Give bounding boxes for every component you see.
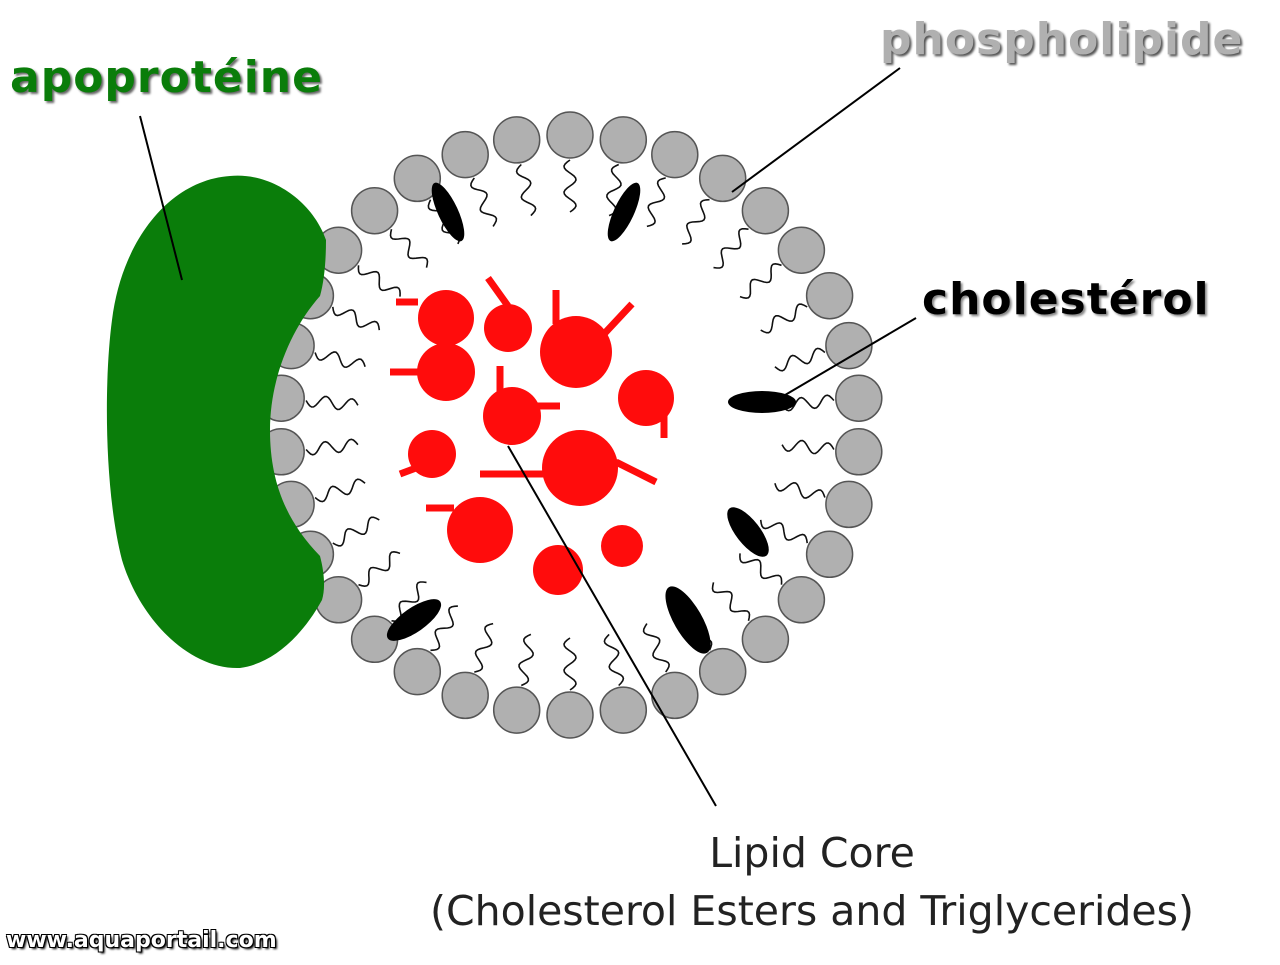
lipid-core-molecule bbox=[540, 316, 612, 388]
phospholipid-tail bbox=[603, 633, 625, 687]
phospholipid-head bbox=[825, 321, 873, 370]
lipid-core-chain bbox=[485, 275, 511, 309]
phospholipid-tail bbox=[682, 198, 710, 245]
cholesterol-molecule bbox=[728, 391, 796, 413]
lipid-core-molecule bbox=[408, 430, 456, 478]
lipid-core-chain bbox=[601, 301, 635, 337]
phospholipid-tail bbox=[781, 439, 835, 455]
phospholipid-tail bbox=[314, 351, 366, 369]
phospholipid-tail bbox=[760, 303, 808, 334]
phospholipid-label: phospholipide bbox=[880, 14, 1244, 65]
phospholipid-head bbox=[825, 480, 873, 529]
phospholipid-tail bbox=[759, 519, 808, 544]
cholesterol-leader-line bbox=[779, 317, 917, 399]
phospholipid-tail bbox=[332, 516, 380, 547]
phospholipid-head bbox=[492, 116, 541, 164]
phospholipid-head bbox=[599, 686, 648, 734]
phospholipid-head bbox=[777, 226, 826, 274]
phospholipid-tail bbox=[389, 229, 429, 268]
phospholipid-head bbox=[599, 116, 648, 164]
phospholipid-tail bbox=[711, 582, 751, 621]
cholesterol-molecule bbox=[665, 586, 711, 654]
phospholipid-heads bbox=[257, 111, 883, 739]
apoprotein-label: apoprotéine bbox=[10, 52, 323, 103]
phospholipid-head bbox=[805, 271, 854, 320]
phospholipid-head bbox=[441, 671, 489, 720]
cholesterol-label: cholestérol bbox=[922, 274, 1210, 325]
phospholipid-tail bbox=[739, 553, 783, 585]
cholesterol-molecule bbox=[607, 182, 641, 242]
lipid-core-molecule bbox=[533, 545, 583, 595]
lipid-core-molecule bbox=[601, 525, 643, 567]
phospholipid-leader-line bbox=[731, 67, 901, 193]
cholesterol-molecule bbox=[727, 507, 769, 557]
leader-lines bbox=[139, 67, 917, 807]
phospholipid-tails bbox=[305, 159, 835, 691]
lipid-core-molecule bbox=[417, 343, 475, 401]
phospholipid-tail bbox=[646, 177, 666, 228]
phospholipid-tail bbox=[563, 159, 577, 213]
lipid-core-chain bbox=[614, 458, 658, 486]
phospholipid-head bbox=[651, 130, 699, 179]
phospholipid-head bbox=[805, 530, 854, 579]
apoprotein-leader-line bbox=[139, 115, 183, 281]
phospholipid-tail bbox=[518, 633, 534, 687]
phospholipid-head bbox=[698, 647, 747, 696]
phospholipid-head bbox=[777, 576, 826, 624]
lipid-core-molecule bbox=[618, 370, 674, 426]
website-watermark: www.aquaportail.com bbox=[6, 928, 277, 953]
phospholipid-tail bbox=[774, 347, 826, 372]
phospholipid-tail bbox=[739, 262, 782, 300]
phospholipid-head bbox=[835, 428, 883, 476]
lipid-core-molecules bbox=[390, 275, 674, 595]
lipid-core-leader-line bbox=[507, 445, 717, 807]
phospholipid-head bbox=[393, 154, 442, 203]
phospholipid-head bbox=[492, 686, 541, 734]
phospholipid-head bbox=[741, 186, 790, 235]
phospholipid-tail bbox=[713, 228, 749, 269]
apoprotein-shape bbox=[106, 175, 326, 669]
phospholipid-tail bbox=[642, 623, 670, 673]
phospholipid-tail bbox=[314, 478, 366, 503]
lipid-core-label-line2: (Cholesterol Esters and Triglycerides) bbox=[430, 887, 1194, 935]
phospholipid-head bbox=[698, 154, 747, 203]
phospholipid-tail bbox=[430, 605, 458, 652]
phospholipid-tail bbox=[474, 622, 494, 673]
lipid-core-molecule bbox=[484, 304, 532, 352]
phospholipid-tail bbox=[515, 163, 537, 217]
phospholipid-head bbox=[441, 130, 489, 179]
phospholipid-tail bbox=[305, 438, 359, 456]
cholesterol-molecule bbox=[386, 599, 442, 641]
phospholipid-head bbox=[546, 691, 594, 739]
lipid-core-molecule bbox=[483, 387, 541, 445]
lipid-core-label-line1: Lipid Core bbox=[709, 829, 915, 877]
lipid-core-molecule bbox=[542, 430, 618, 506]
phospholipid-tail bbox=[357, 265, 401, 297]
phospholipid-head bbox=[651, 671, 699, 720]
phospholipid-tail bbox=[781, 394, 835, 412]
lipid-core-molecule bbox=[447, 497, 513, 563]
phospholipid-tail bbox=[470, 177, 498, 227]
phospholipid-head bbox=[350, 186, 399, 235]
phospholipid-tail bbox=[774, 481, 826, 499]
phospholipid-head bbox=[741, 615, 790, 664]
cholesterol-molecules bbox=[386, 182, 796, 654]
phospholipid-tail bbox=[332, 306, 381, 331]
phospholipid-tail bbox=[358, 550, 401, 588]
phospholipid-head bbox=[835, 374, 883, 422]
lipid-core-chain bbox=[398, 464, 418, 478]
phospholipid-head bbox=[546, 111, 594, 159]
phospholipid-tail bbox=[563, 637, 577, 691]
phospholipid-tail bbox=[305, 395, 359, 411]
cholesterol-molecule bbox=[431, 182, 465, 242]
phospholipid-head bbox=[393, 647, 442, 696]
lipid-core-label: Lipid Core (Cholesterol Esters and Trigl… bbox=[362, 824, 1262, 940]
lipid-core-molecule bbox=[418, 290, 474, 346]
